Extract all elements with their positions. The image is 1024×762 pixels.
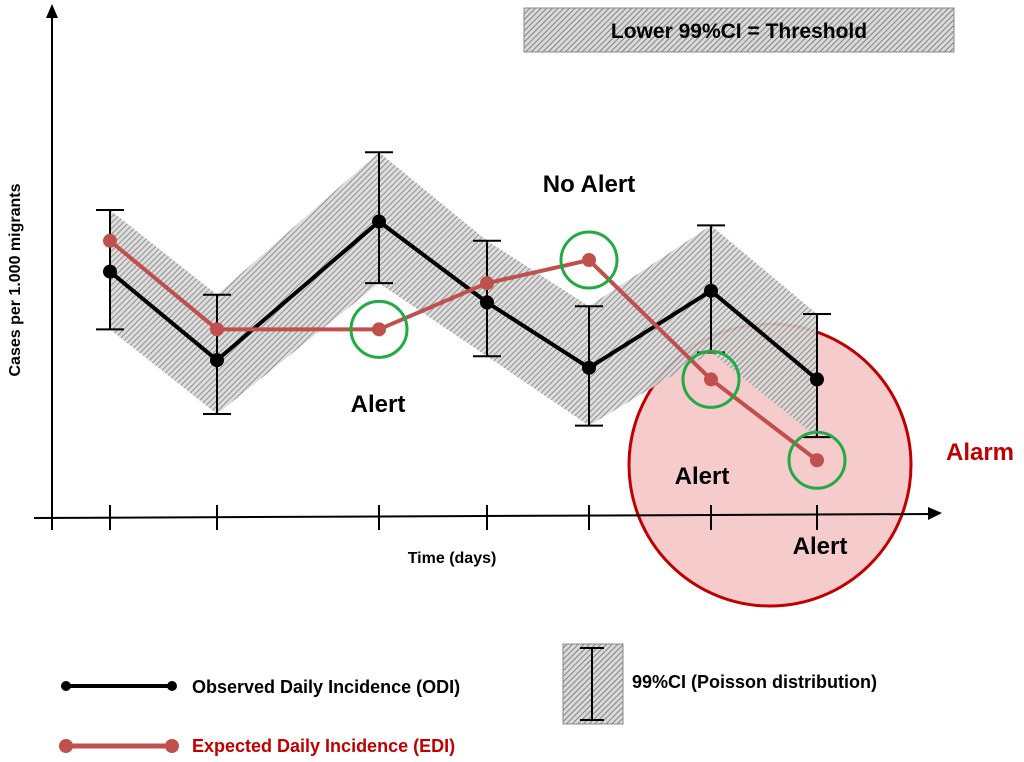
y-axis-arrow	[46, 4, 58, 18]
edi-point-7	[810, 453, 824, 468]
threshold-label: Lower 99%CI = Threshold	[611, 20, 867, 43]
odi-series	[103, 214, 824, 387]
edi-point-5	[582, 253, 596, 268]
x-ticks	[109, 505, 818, 530]
alert-label-circle-upper: Alert	[675, 463, 730, 490]
edi-series	[103, 233, 824, 468]
odi-point-6	[704, 283, 718, 298]
x-axis-arrow	[928, 507, 942, 520]
edi-point-3	[372, 322, 386, 337]
alert-ring-5	[559, 230, 619, 290]
x-axis-label: Time (days)	[408, 550, 497, 567]
odi-point-7	[810, 372, 824, 387]
alert-label-circle-lower: Alert	[793, 533, 848, 560]
legend: Observed Daily Incidence (ODI) Expected …	[59, 643, 877, 756]
threshold-box: Lower 99%CI = Threshold	[523, 7, 955, 53]
edi-point-2	[210, 322, 224, 337]
no-alert-label: No Alert	[543, 171, 635, 198]
edi-point-1	[103, 233, 117, 248]
alert-ring-7	[787, 430, 847, 490]
edi-point-4	[480, 276, 494, 291]
alert-label-low: Alert	[351, 391, 406, 418]
odi-point-3	[372, 214, 386, 229]
x-axis	[33, 513, 933, 519]
alarm-label: Alarm	[946, 439, 1014, 466]
edi-point-6	[704, 372, 718, 387]
legend-odi: Observed Daily Incidence (ODI)	[61, 677, 460, 697]
odi-point-1	[103, 264, 117, 279]
alert-ring-6	[681, 349, 741, 409]
alert-rings	[349, 230, 847, 490]
odi-point-5	[582, 360, 596, 375]
odi-point-4	[480, 295, 494, 310]
legend-edi-label: Expected Daily Incidence (EDI)	[192, 736, 455, 756]
axes: Cases per 1.000 migrants Time (days)	[7, 4, 942, 567]
odi-point-2	[210, 353, 224, 368]
legend-ci-label: 99%CI (Poisson distribution)	[632, 672, 877, 692]
y-axis-label: Cases per 1.000 migrants	[7, 183, 24, 376]
alert-ring-3	[349, 299, 409, 359]
legend-odi-label: Observed Daily Incidence (ODI)	[192, 677, 460, 697]
legend-ci: 99%CI (Poisson distribution)	[562, 643, 877, 725]
legend-edi: Expected Daily Incidence (EDI)	[59, 736, 455, 756]
